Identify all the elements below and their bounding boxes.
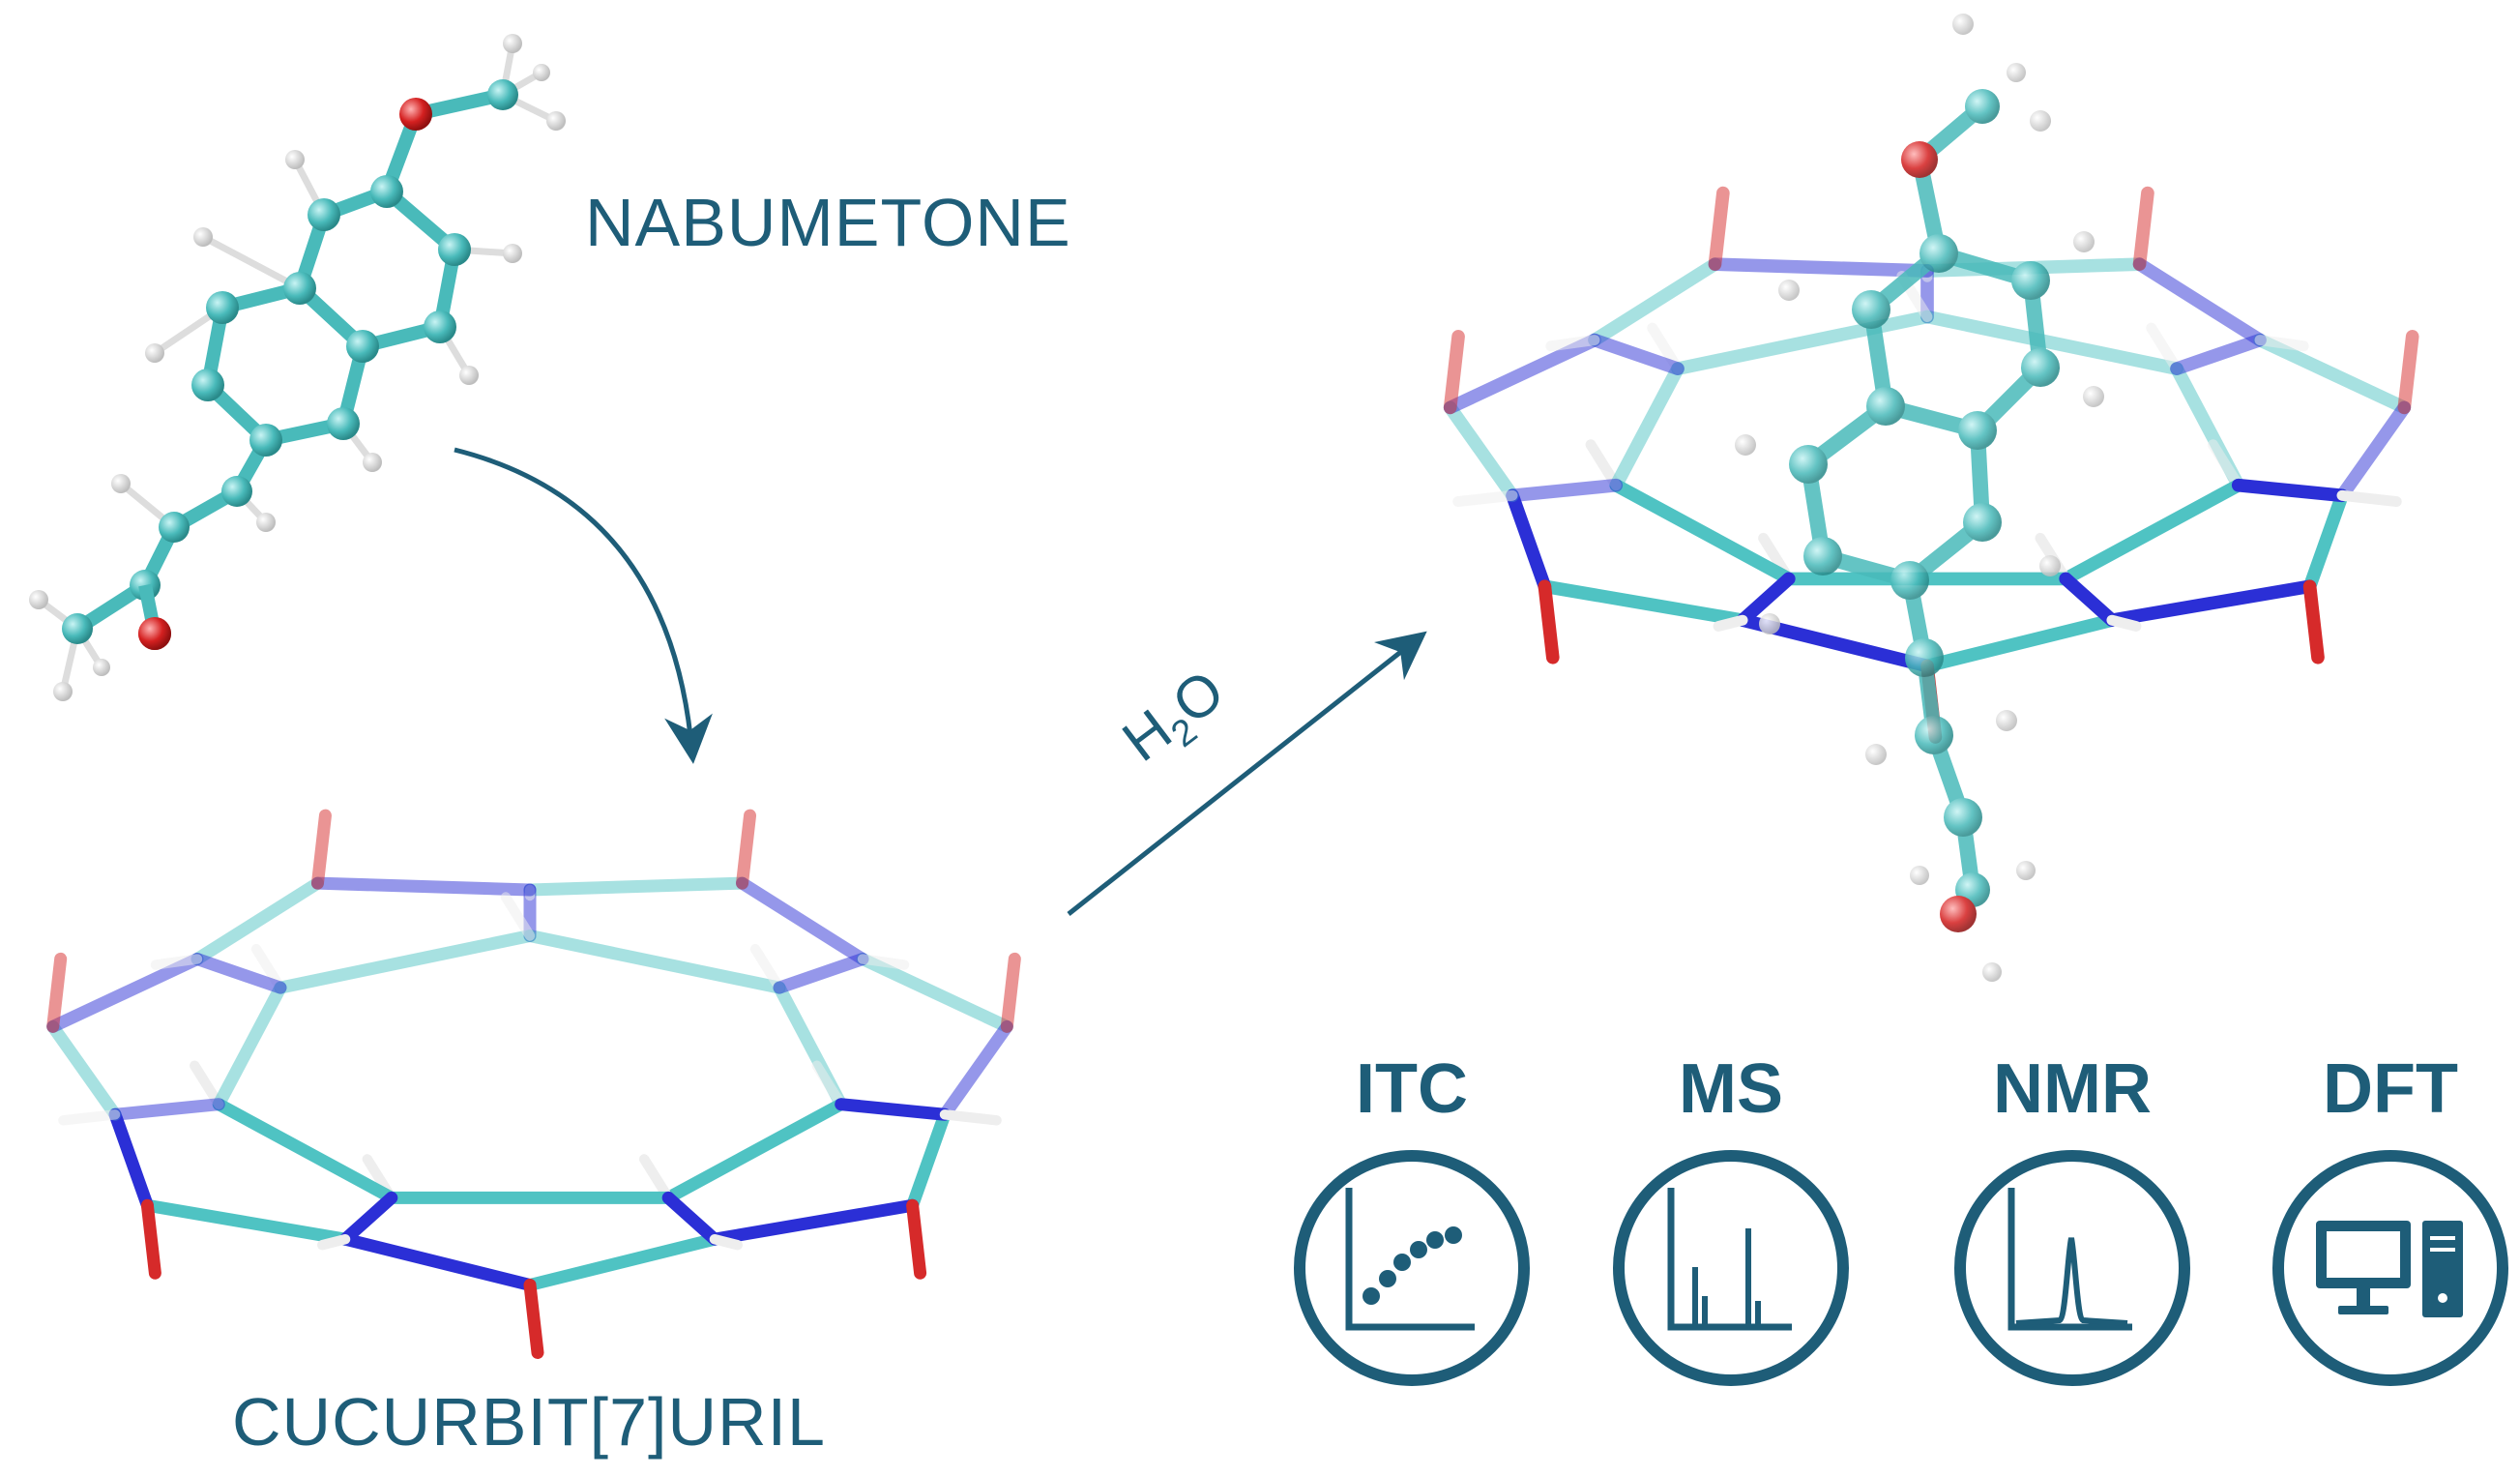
cucurbituril-molecule: [46, 809, 1021, 1359]
guest-name-label: NABUMETONE: [585, 185, 1071, 260]
nabumetone-molecule: [29, 34, 566, 701]
reaction-arrow: [1067, 631, 1427, 916]
technique-icons: [1294, 1150, 2508, 1386]
titration-curve-icon: [1294, 1150, 1530, 1386]
nabumetone-guest-in-complex: [1735, 14, 2104, 982]
technique-label-ms: MS: [1679, 1050, 1783, 1128]
host-name-label: CUCURBIT[7]URIL: [232, 1384, 826, 1460]
technique-label-nmr: NMR: [1993, 1050, 2152, 1128]
binding-arrow: [454, 447, 713, 764]
technique-label-itc: ITC: [1356, 1050, 1468, 1128]
nmr-peak-icon: [1954, 1150, 2190, 1386]
mass-spectrum-icon: [1613, 1150, 1849, 1386]
computer-icon: [2272, 1150, 2508, 1386]
technique-label-dft: DFT: [2323, 1050, 2458, 1128]
